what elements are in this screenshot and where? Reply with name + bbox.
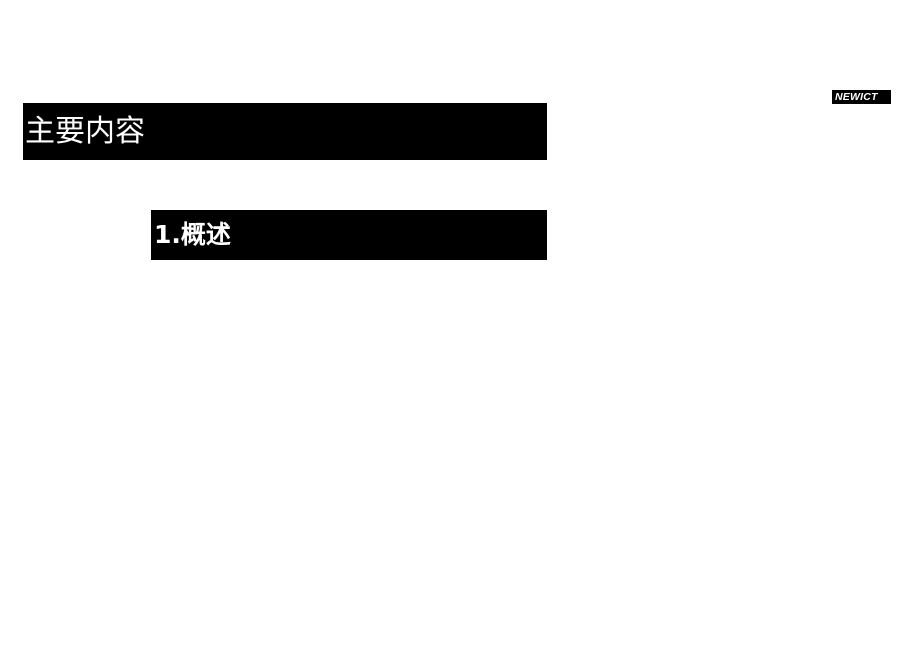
slide-title-text: 主要内容 (25, 114, 145, 149)
section-heading-text: 1.概述 (154, 220, 231, 249)
newict-logo: NEWICT (832, 90, 891, 104)
slide-title: 主要内容 (23, 103, 547, 160)
section-heading: 1.概述 (151, 210, 547, 260)
